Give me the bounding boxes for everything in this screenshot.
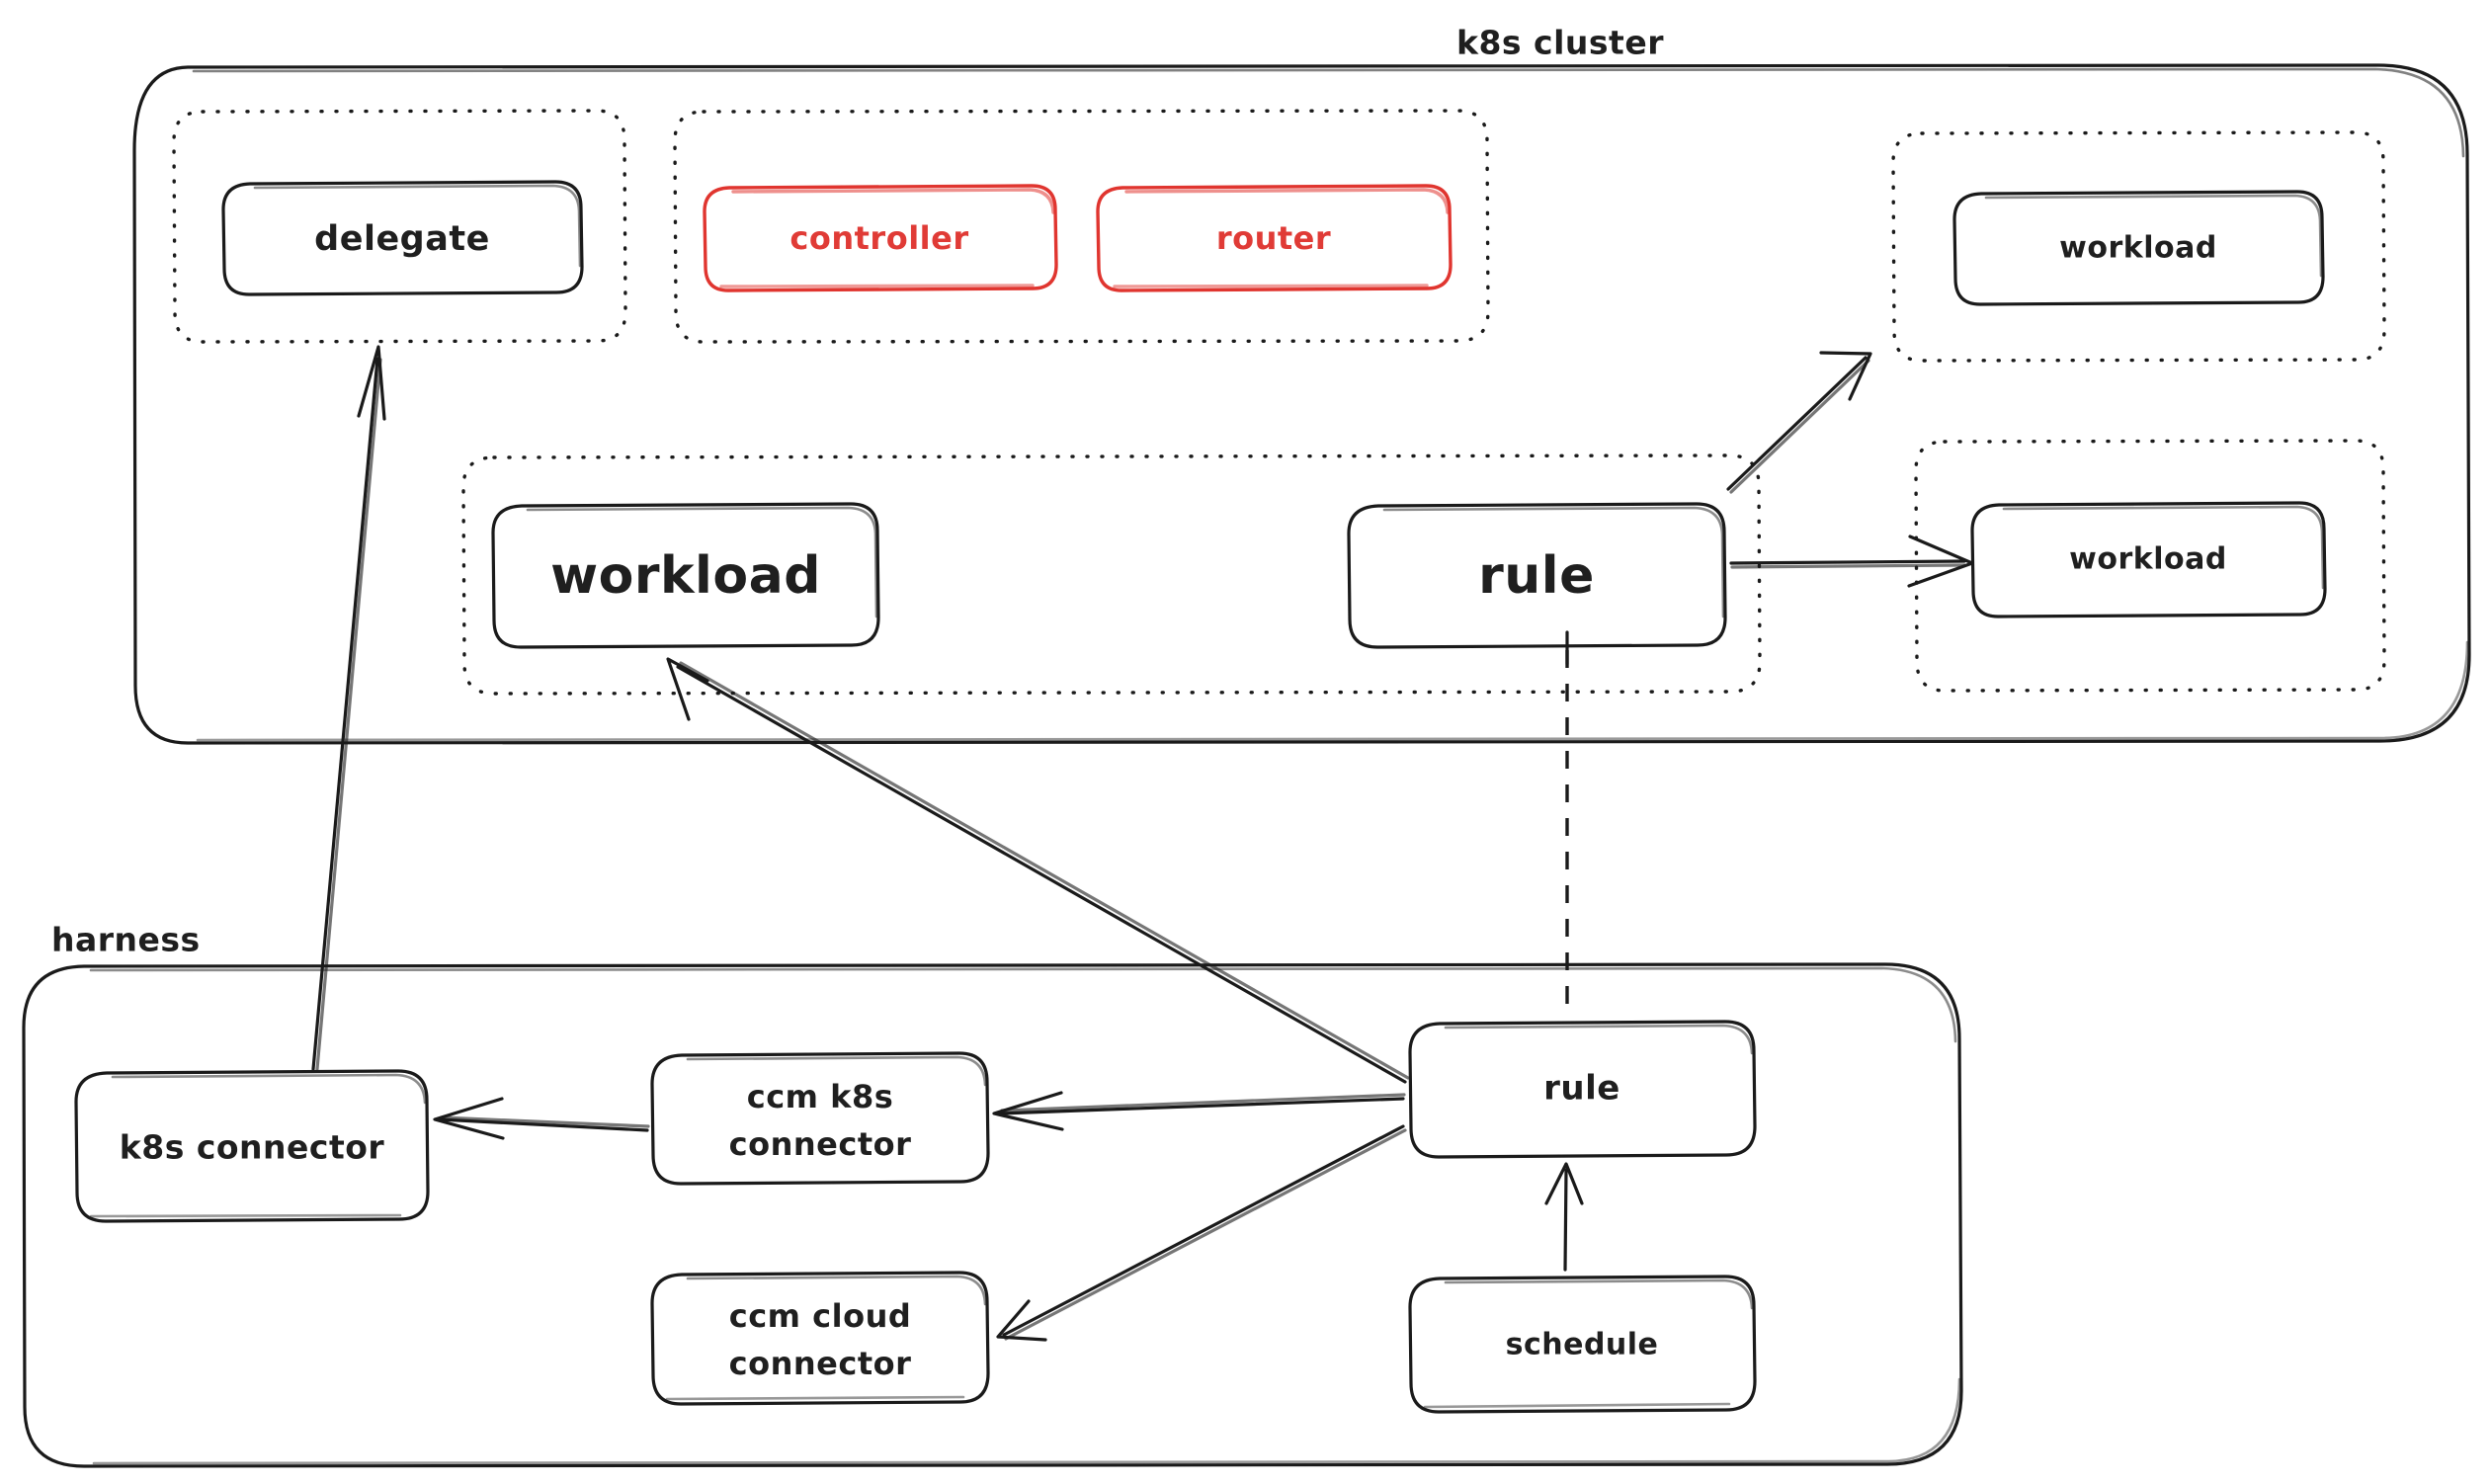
edge-rule-harness-to-ccm-k8s (992, 1091, 1406, 1131)
node-workload-mid-right-label: workload (2069, 542, 2227, 577)
node-k8s-connector[interactable]: k8s connector (74, 1069, 430, 1223)
edge-schedule-to-rule-harness (1544, 1162, 1584, 1272)
edge-ccm-k8s-to-k8s-connector (433, 1097, 650, 1140)
node-workload-center[interactable]: workload (491, 502, 880, 649)
controller-router-group-boundary (673, 109, 1490, 344)
harness-label: harness (51, 921, 201, 959)
node-ccm-k8s-connector-label-line2: connector (729, 1125, 912, 1163)
workload-center-group-boundary (461, 453, 1762, 696)
node-ccm-k8s-connector-label-line1: ccm k8s (747, 1078, 894, 1115)
node-workload-top-right[interactable]: workload (1952, 190, 2325, 306)
k8s-cluster-container (132, 63, 2471, 745)
node-controller[interactable]: controller (703, 184, 1058, 292)
edge-rule-harness-to-ccm-cloud (996, 1124, 1407, 1342)
node-ccm-cloud-connector[interactable]: ccm cloud connector (650, 1271, 990, 1406)
harness-container (22, 962, 1963, 1468)
k8s-cluster-label: k8s cluster (1456, 24, 1664, 62)
node-workload-top-right-label: workload (2059, 231, 2217, 266)
node-ccm-k8s-connector[interactable]: ccm k8s connector (650, 1051, 990, 1186)
node-rule-harness-label: rule (1543, 1069, 1620, 1109)
node-rule-cluster[interactable]: rule (1347, 502, 1727, 649)
edge-rule-cluster-to-workload-mid (1729, 535, 1974, 588)
node-k8s-connector-label: k8s connector (120, 1128, 385, 1167)
node-ccm-cloud-connector-label-line2: connector (729, 1345, 912, 1382)
node-ccm-cloud-connector-label-line1: ccm cloud (729, 1297, 912, 1335)
node-router[interactable]: router (1096, 184, 1453, 292)
node-rule-cluster-label: rule (1478, 546, 1595, 606)
node-schedule[interactable]: schedule (1408, 1275, 1757, 1414)
node-workload-mid-right[interactable]: workload (1970, 501, 2327, 618)
node-router-label: router (1216, 219, 1331, 257)
node-workload-center-label: workload (550, 546, 821, 606)
node-delegate-label: delegate (314, 219, 490, 259)
node-rule-harness[interactable]: rule (1408, 1020, 1757, 1159)
edge-k8s-connector-to-delegate (311, 345, 386, 1071)
edge-rule-cluster-to-workload-top (1726, 351, 1872, 494)
node-controller-label: controller (789, 219, 968, 257)
node-schedule-label: schedule (1506, 1328, 1659, 1362)
node-delegate[interactable]: delegate (221, 180, 584, 296)
edge-rule-harness-to-workload-center (666, 657, 1410, 1084)
